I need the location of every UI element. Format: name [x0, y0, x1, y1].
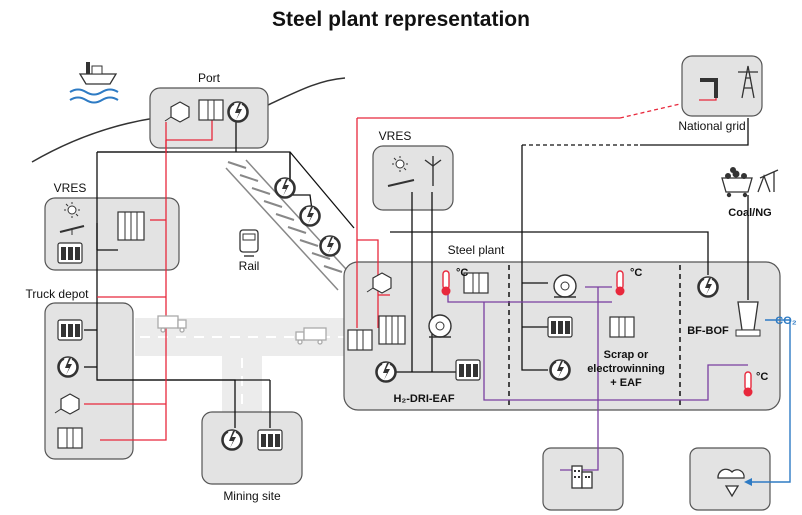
bf-bof-label: BF-BOF — [687, 325, 729, 337]
electrolyzer-icon — [118, 212, 144, 240]
thermometer-icon — [442, 271, 451, 296]
power-icon — [320, 236, 340, 256]
vres-top-label: VRES — [379, 129, 412, 143]
storage-tank-icon — [610, 317, 634, 337]
h2-dri-eaf-label: H₂-DRI-EAF — [393, 393, 454, 405]
electrolyzer-icon — [379, 316, 405, 344]
national-grid-label: National grid — [678, 119, 745, 133]
thermometer-icon — [616, 271, 625, 296]
battery-icon — [58, 243, 82, 263]
thermometer-icon — [744, 372, 753, 397]
power-icon — [550, 360, 570, 380]
storage-tank-icon — [199, 100, 223, 120]
battery-icon — [58, 320, 82, 340]
power-icon — [376, 362, 396, 382]
scrap-label-line2: electrowinning — [587, 363, 665, 375]
battery-icon — [456, 360, 480, 380]
truck-depot-label: Truck depot — [26, 287, 90, 301]
vres-top-box — [373, 146, 453, 210]
power-icon — [222, 430, 242, 450]
battery-icon — [258, 430, 282, 450]
scrap-label-line3: + EAF — [610, 377, 642, 389]
storage-tank-icon — [58, 428, 82, 448]
mining-site-label: Mining site — [223, 489, 281, 503]
storage-tank-icon — [348, 330, 372, 350]
coal-cart-icon — [722, 167, 752, 197]
waves-icon — [70, 90, 118, 103]
national-grid-box — [682, 56, 762, 116]
compressor-icon — [429, 315, 451, 337]
power-icon — [228, 102, 248, 122]
steel-plant-label: Steel plant — [448, 243, 505, 257]
coal-ng-label: Coal/NG — [728, 207, 771, 219]
rail-label: Rail — [239, 259, 260, 273]
port-icons — [165, 100, 248, 122]
compressor-icon — [554, 275, 576, 297]
co2-label: CO₂ — [775, 315, 797, 327]
diagram-title: Steel plant representation — [272, 8, 530, 31]
power-icon — [275, 178, 295, 198]
port-label: Port — [198, 71, 221, 85]
oil-pump-icon — [758, 170, 778, 192]
mining-site-box — [202, 412, 302, 484]
co2-storage-box — [690, 448, 770, 510]
temp-unit-scrap: °C — [630, 267, 642, 279]
temp-unit-bof: °C — [756, 371, 768, 383]
ship-icon — [80, 62, 116, 84]
battery-icon — [548, 317, 572, 337]
temp-unit-h2: °C — [456, 267, 468, 279]
train-icon — [240, 230, 258, 256]
power-icon — [58, 357, 78, 377]
power-icon — [300, 206, 320, 226]
power-icon — [698, 277, 718, 297]
vres-left-label: VRES — [54, 181, 87, 195]
scrap-label-line1: Scrap or — [604, 349, 649, 361]
